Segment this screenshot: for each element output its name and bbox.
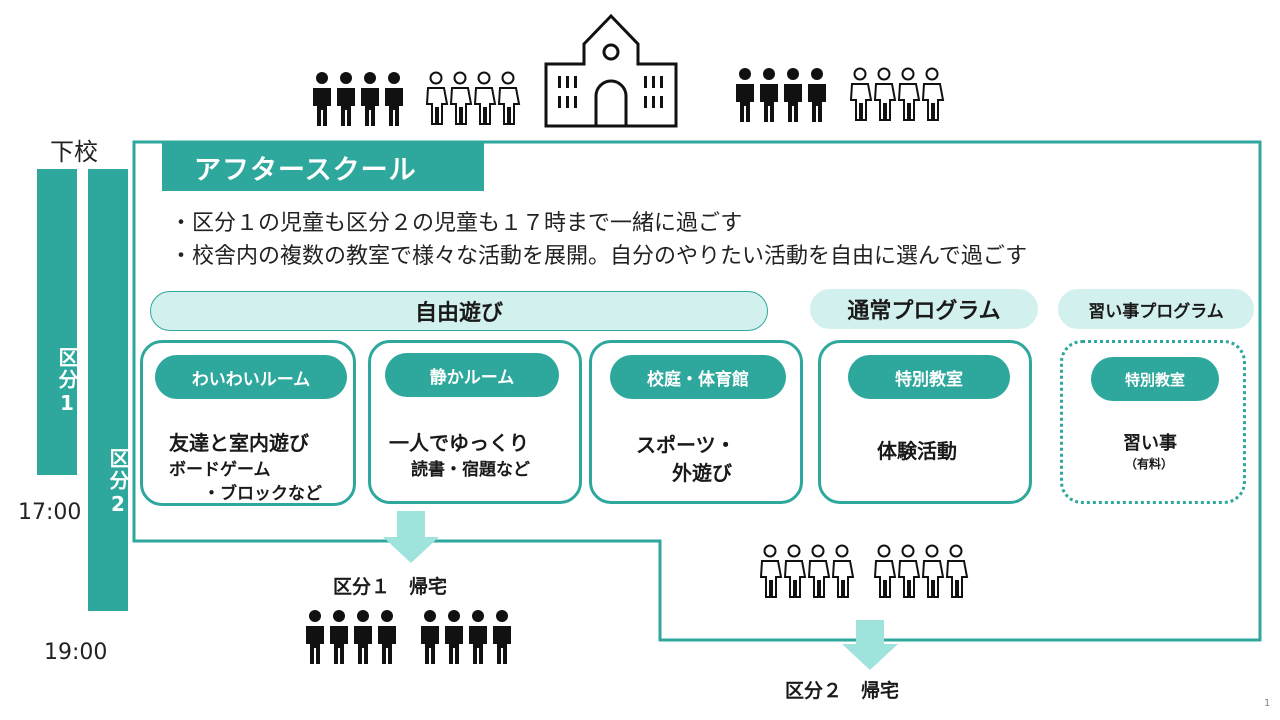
time-1700: 17:00 <box>18 500 82 525</box>
people-outline-icon <box>873 544 969 598</box>
card-special-line1: 体験活動 <box>877 439 957 463</box>
card-schoolyard-line1: スポーツ・ <box>636 433 736 457</box>
room-pill-lessons: 特別教室 <box>1091 357 1219 401</box>
page-title: アフタースクール <box>162 143 484 191</box>
kubun1-home-label: 区分１ 帰宅 <box>333 576 448 598</box>
people-filled-icon <box>421 610 511 664</box>
card-waiwai-room: わいわいルーム 友達と室内遊び ボードゲーム ・ブロックなど <box>140 340 356 506</box>
card-quiet-line1: 一人でゆっくり <box>389 431 529 455</box>
people-outline-icon <box>849 67 945 121</box>
card-special-classroom: 特別教室 体験活動 <box>818 340 1032 504</box>
card-lessons-classroom: 特別教室 習い事 （有料） <box>1060 340 1246 504</box>
people-filled-icon <box>313 72 403 126</box>
school-building-icon <box>544 13 678 128</box>
category-regular-program: 通常プログラム <box>810 289 1038 329</box>
room-pill-schoolyard: 校庭・体育館 <box>610 355 786 399</box>
dismissal-label: 下校 <box>50 138 98 166</box>
people-filled-icon <box>306 610 396 664</box>
card-waiwai-line2: ボードゲーム <box>169 460 271 480</box>
down-arrow-icon <box>842 620 898 670</box>
room-pill-waiwai: わいわいルーム <box>155 355 347 399</box>
card-quiet-room: 静かルーム 一人でゆっくり 読書・宿題など <box>368 340 582 504</box>
category-free-play: 自由遊び <box>150 291 768 331</box>
kubun1-bar-label: 区分1 <box>55 347 79 417</box>
kubun2-home-label: 区分２ 帰宅 <box>785 680 900 702</box>
category-lessons-program: 習い事プログラム <box>1058 289 1254 329</box>
people-filled-icon <box>736 68 826 122</box>
people-outline-icon <box>759 544 855 598</box>
card-waiwai-line3: ・ブロックなど <box>203 484 322 504</box>
card-lessons-line1: 習い事 <box>1123 433 1177 454</box>
room-pill-quiet: 静かルーム <box>385 353 559 397</box>
card-schoolyard-gym: 校庭・体育館 スポーツ・ 外遊び <box>589 340 803 504</box>
card-quiet-line2: 読書・宿題など <box>411 460 530 480</box>
bullet-2: ・校舎内の複数の教室で様々な活動を展開。自分のやりたい活動を自由に選んで過ごす <box>170 244 1028 269</box>
kubun1-bar: 区分1 <box>37 169 79 475</box>
time-1900: 19:00 <box>44 640 108 665</box>
bullet-1: ・区分１の児童も区分２の児童も１７時まで一緒に過ごす <box>170 211 743 236</box>
people-outline-icon <box>425 71 521 125</box>
card-waiwai-line1: 友達と室内遊び <box>169 431 309 455</box>
kubun2-bar: 区分2 <box>88 169 130 611</box>
card-schoolyard-line2: 外遊び <box>672 461 732 485</box>
card-lessons-line2: （有料） <box>1125 457 1174 471</box>
room-pill-special: 特別教室 <box>848 355 1010 399</box>
down-arrow-icon <box>383 511 439 563</box>
kubun2-bar-label: 区分2 <box>106 448 130 518</box>
page-number: 1 <box>1264 698 1271 709</box>
